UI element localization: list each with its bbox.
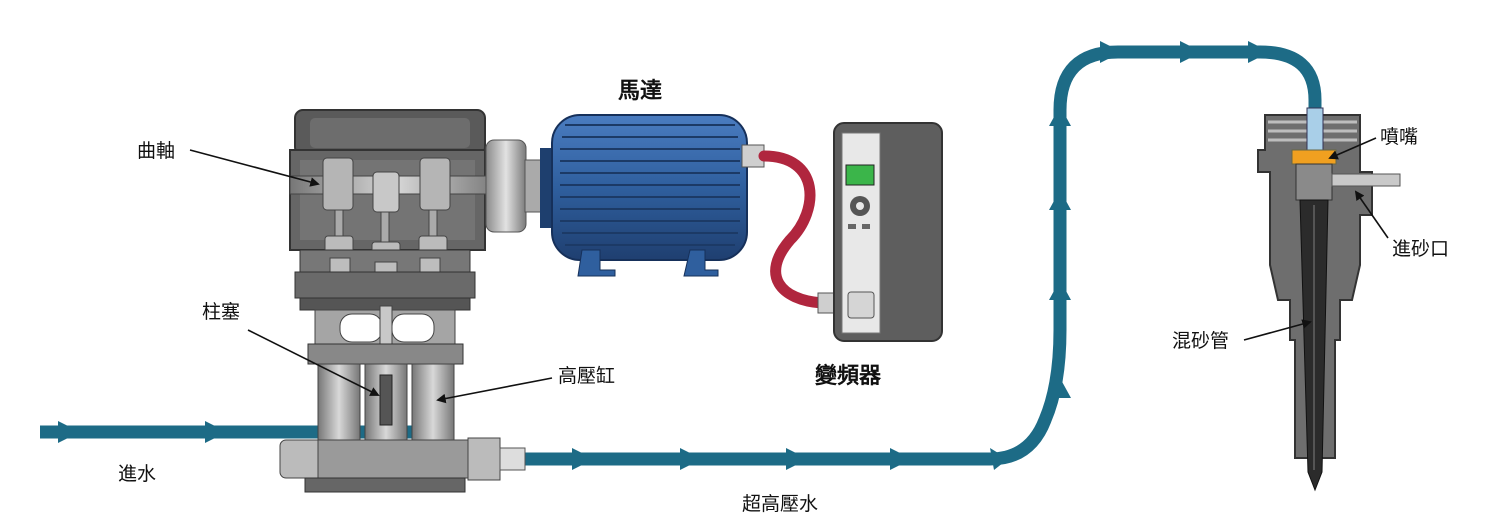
- flow-arrow: [890, 448, 912, 470]
- flow-arrow: [1049, 106, 1071, 126]
- flow-arrow: [1180, 41, 1202, 63]
- flow-arrow: [990, 448, 1008, 470]
- flow-arrow: [58, 421, 80, 443]
- motor: [540, 114, 765, 277]
- variable-frequency-drive: [833, 122, 943, 342]
- flow-arrow: [680, 448, 702, 470]
- flow-arrow: [572, 448, 594, 470]
- flow-arrow: [1248, 41, 1270, 63]
- crankshaft-label: 曲軸: [137, 140, 175, 162]
- flow-arrow: [1049, 378, 1071, 398]
- sand-inlet-tube: [1331, 173, 1401, 187]
- ultra-high-pressure-water-label: 超高壓水: [742, 493, 818, 515]
- pump-assembly: [279, 109, 526, 493]
- crankshaft: [289, 157, 501, 213]
- vfd-label: 變頻器: [815, 363, 882, 389]
- high-pressure-cylinders: [317, 363, 455, 445]
- plunger-label: 柱塞: [202, 301, 240, 323]
- sand-inlet-label: 進砂口: [1392, 238, 1449, 260]
- flow-arrow: [1049, 190, 1071, 210]
- flow-arrow: [786, 448, 808, 470]
- pulley: [485, 139, 544, 233]
- motor-label: 馬達: [618, 78, 662, 104]
- nozzle-label: 噴嘴: [1380, 126, 1418, 148]
- nozzle-orifice: [1291, 149, 1337, 165]
- flow-arrow: [1100, 41, 1122, 63]
- flow-arrow: [1049, 280, 1071, 300]
- water-in-label: 進水: [118, 463, 156, 485]
- power-cable: [758, 150, 828, 309]
- leader-lines: [189, 137, 1389, 404]
- flow-arrow: [205, 421, 227, 443]
- high-pressure-pipe: [520, 41, 1322, 470]
- high-pressure-cylinder-label: 高壓缸: [558, 365, 615, 387]
- mixing-tube-label: 混砂管: [1172, 330, 1229, 352]
- cutting-head: [1257, 107, 1401, 492]
